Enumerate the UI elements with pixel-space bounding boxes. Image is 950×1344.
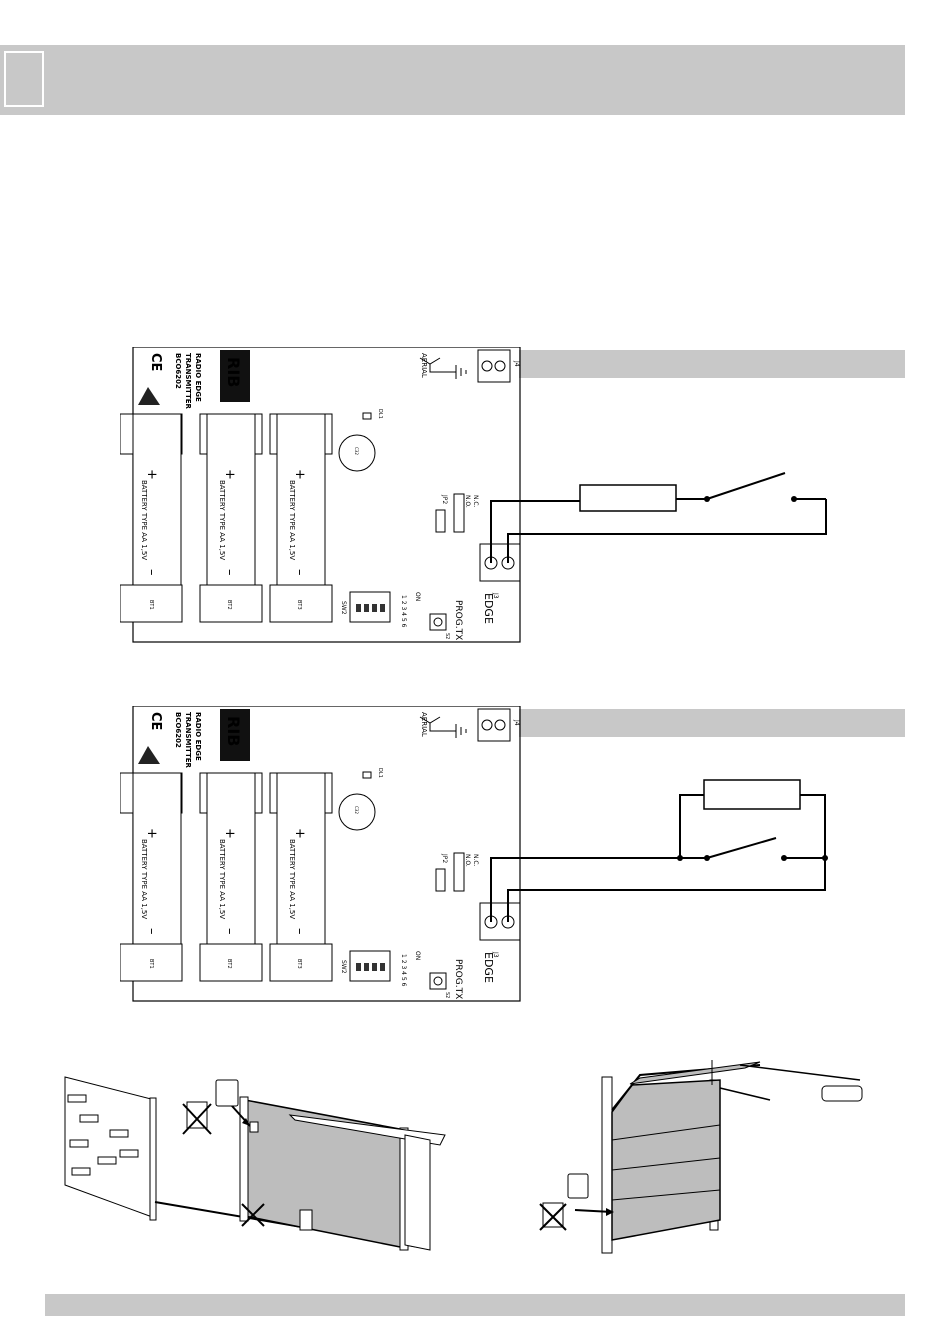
diagram-2-band — [519, 709, 905, 737]
svg-text:BT3: BT3 — [296, 600, 302, 610]
svg-text:PROG.TX: PROG.TX — [453, 959, 463, 999]
rib-logo: RIB — [220, 350, 250, 402]
transmitter-icon — [215, 1079, 239, 1107]
svg-text:CE: CE — [148, 712, 163, 730]
svg-text:J4: J4 — [513, 719, 520, 726]
safety-edge-rect — [579, 484, 677, 512]
transmitter-icon — [567, 1173, 589, 1199]
switch-contact — [706, 472, 786, 500]
diagram-1-band — [519, 350, 905, 378]
battery-bt3: + BATTERY TYPE AA 1,5V – BT3 — [269, 772, 333, 982]
wiring-diagram-nc: + BATTERY TYPE AA 1,5V – BT1 + BATTERY T… — [120, 347, 827, 643]
svg-text:DL1: DL1 — [377, 409, 383, 419]
svg-text:BCO6202: BCO6202 — [174, 353, 182, 389]
svg-text:N.C.: N.C. — [472, 495, 479, 508]
svg-text:–: – — [222, 569, 237, 576]
svg-text:EDGE: EDGE — [482, 952, 495, 983]
svg-text:BT1: BT1 — [148, 959, 154, 969]
svg-text:C32: C32 — [354, 806, 359, 814]
svg-text:1 2 3 4 5 6: 1 2 3 4 5 6 — [400, 954, 407, 987]
svg-text:BATTERY TYPE AA 1,5V: BATTERY TYPE AA 1,5V — [218, 480, 226, 560]
sliding-gate-illustration — [64, 1076, 446, 1251]
wire-nc — [490, 500, 580, 563]
svg-text:–: – — [222, 928, 237, 935]
svg-text:DL1: DL1 — [377, 768, 383, 778]
svg-text:–: – — [292, 569, 307, 576]
svg-text:TRANSMITTER: TRANSMITTER — [184, 353, 192, 410]
svg-text:S2: S2 — [444, 992, 450, 998]
svg-text:SW2: SW2 — [340, 601, 347, 615]
battery-bt1: + BATTERY TYPE AA 1,5V – BT1 — [120, 413, 183, 623]
svg-text:TRANSMITTER: TRANSMITTER — [184, 712, 192, 769]
aerial-ground-icon — [419, 357, 467, 379]
motor-unit — [821, 1085, 863, 1102]
svg-text:+: + — [222, 469, 237, 480]
svg-text:–: – — [292, 928, 307, 935]
svg-text:+: + — [222, 828, 237, 839]
svg-text:S2: S2 — [444, 633, 450, 639]
battery-minus: – — [144, 569, 159, 576]
svg-text:J3: J3 — [492, 592, 499, 599]
svg-text:BT2: BT2 — [226, 959, 232, 969]
svg-text:N.C.: N.C. — [472, 854, 479, 867]
wrong-position-icon — [186, 1101, 208, 1129]
j3-edge-connector — [479, 543, 521, 582]
svg-text:BCO6202: BCO6202 — [174, 712, 182, 748]
sectional-door-illustration — [539, 1060, 863, 1254]
dip-switch-sw2 — [349, 591, 391, 623]
svg-text:+: + — [144, 828, 159, 839]
svg-text:BATTERY TYPE AA 1,5V: BATTERY TYPE AA 1,5V — [218, 839, 226, 919]
svg-text:BT3: BT3 — [296, 959, 302, 969]
svg-text:AERIAL: AERIAL — [420, 712, 428, 737]
battery-bt2: + BATTERY TYPE AA 1,5V – BT2 — [199, 772, 263, 982]
svg-text:ON: ON — [414, 951, 421, 960]
battery-plus: + — [144, 469, 159, 480]
svg-text:+: + — [292, 469, 307, 480]
svg-text:J3: J3 — [492, 951, 499, 958]
svg-text:J4: J4 — [513, 360, 520, 367]
svg-text:BATTERY TYPE AA 1,5V: BATTERY TYPE AA 1,5V — [140, 839, 148, 919]
prog-tx-button — [429, 613, 447, 631]
svg-text:+: + — [292, 828, 307, 839]
svg-text:SW2: SW2 — [340, 960, 347, 974]
svg-text:N.O.: N.O. — [464, 854, 471, 867]
installation-illustrations — [64, 1060, 863, 1254]
bt1-label: BT1 — [148, 600, 154, 610]
svg-text:RIB: RIB — [224, 716, 243, 746]
svg-text:1 2 3 4 5 6: 1 2 3 4 5 6 — [400, 595, 407, 628]
section-number-box — [4, 51, 44, 107]
warning-triangle-icon — [138, 387, 160, 405]
safety-edge-rect — [703, 779, 801, 810]
battery-bt1: + BATTERY TYPE AA 1,5V – BT1 — [120, 772, 183, 982]
svg-text:RADIO EDGE: RADIO EDGE — [194, 353, 202, 402]
svg-text:ON: ON — [414, 592, 421, 601]
j4-connector — [477, 349, 511, 383]
buzzer-icon — [338, 434, 376, 472]
battery-bt3: + BATTERY TYPE AA 1,5V – BT3 — [269, 413, 333, 623]
svg-text:EDGE: EDGE — [482, 593, 495, 624]
buzzer-icon — [338, 793, 376, 831]
warning-triangle-icon — [138, 746, 160, 764]
svg-text:BATTERY TYPE AA 1,5V: BATTERY TYPE AA 1,5V — [288, 480, 296, 560]
svg-text:RIB: RIB — [224, 357, 243, 387]
svg-text:N.O.: N.O. — [464, 495, 471, 508]
wiring-diagram-no: + BATTERY TYPE AA 1,5V – BT1 + BATTERY T… — [120, 706, 828, 1002]
svg-text:RADIO EDGE: RADIO EDGE — [194, 712, 202, 761]
svg-text:JP2: JP2 — [441, 853, 448, 863]
rib-logo: RIB — [220, 709, 250, 761]
switch-contact — [706, 837, 777, 859]
battery-bt2: + BATTERY TYPE AA 1,5V – BT2 — [199, 413, 263, 623]
svg-text:JP2: JP2 — [441, 494, 448, 504]
svg-text:C32: C32 — [354, 447, 359, 455]
svg-text:AERIAL: AERIAL — [420, 353, 428, 378]
footer-bar — [45, 1294, 905, 1316]
battery-label: BATTERY TYPE AA 1,5V — [140, 480, 148, 560]
svg-text:BT2: BT2 — [226, 600, 232, 610]
ce-mark: CE — [148, 353, 163, 371]
svg-text:PROG.TX: PROG.TX — [453, 600, 463, 640]
header-bar — [0, 45, 905, 115]
aerial-ground-icon — [419, 716, 467, 738]
svg-text:BATTERY TYPE AA 1,5V: BATTERY TYPE AA 1,5V — [288, 839, 296, 919]
svg-text:–: – — [144, 928, 159, 935]
